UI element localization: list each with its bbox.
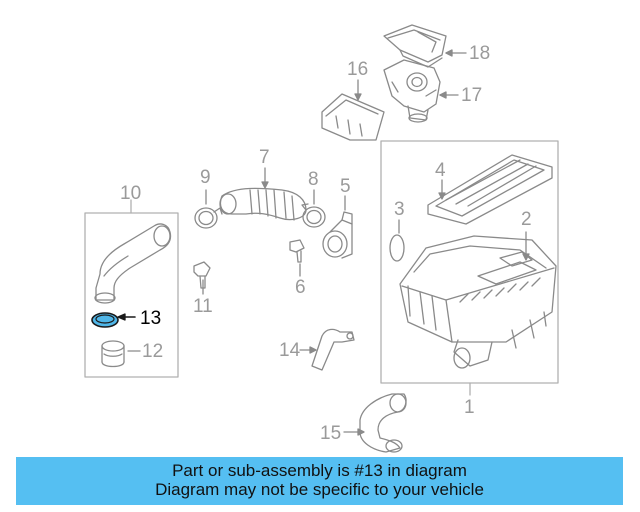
callout-12: 12: [142, 341, 164, 362]
part-9-hose-clamp: [194, 207, 223, 229]
callout-16: 16: [347, 59, 369, 80]
part-6-bolt: [289, 239, 305, 263]
callout-1: 1: [464, 397, 475, 418]
part-1-air-cleaner: [399, 235, 557, 369]
part-13-clamp-highlighted[interactable]: [91, 312, 119, 328]
banner-line-1: Part or sub-assembly is #13 in diagram: [172, 461, 467, 480]
part-14-bracket: [311, 328, 355, 371]
callout-18: 18: [469, 43, 491, 64]
callout-17: 17: [461, 85, 483, 106]
callout-15: 15: [320, 423, 342, 444]
part-17-resonator: [383, 59, 441, 123]
callout-7: 7: [259, 147, 270, 168]
callout-9: 9: [200, 167, 211, 188]
part-5-maf-sensor: [322, 211, 353, 259]
part-8-hose-clamp: [301, 203, 326, 228]
part-15-outlet-hose: [359, 393, 407, 453]
part-4-filter-element: [427, 154, 553, 225]
part-10-intake-tube: [94, 223, 172, 304]
callout-3: 3: [394, 199, 405, 220]
part-16-intake-scoop: [321, 93, 385, 141]
group-frame-10: [84, 212, 179, 378]
part-18-intake-duct: [383, 24, 447, 68]
callout-10: 10: [120, 183, 142, 204]
callout-11: 11: [193, 296, 213, 317]
part-3-seal-ring: [389, 234, 405, 262]
callout-5: 5: [340, 176, 351, 197]
info-banner: Part or sub-assembly is #13 in diagram D…: [16, 457, 623, 505]
part-7-intake-hose: [219, 187, 307, 221]
callout-8: 8: [308, 169, 319, 190]
callout-13: 13: [140, 308, 162, 329]
callout-6: 6: [295, 277, 306, 298]
callout-2: 2: [521, 209, 532, 230]
part-11-bolt: [193, 261, 211, 289]
banner-line-2: Diagram may not be specific to your vehi…: [155, 480, 484, 499]
callout-14: 14: [279, 340, 301, 361]
callout-4: 4: [435, 160, 446, 181]
part-12-coupler: [101, 340, 125, 368]
